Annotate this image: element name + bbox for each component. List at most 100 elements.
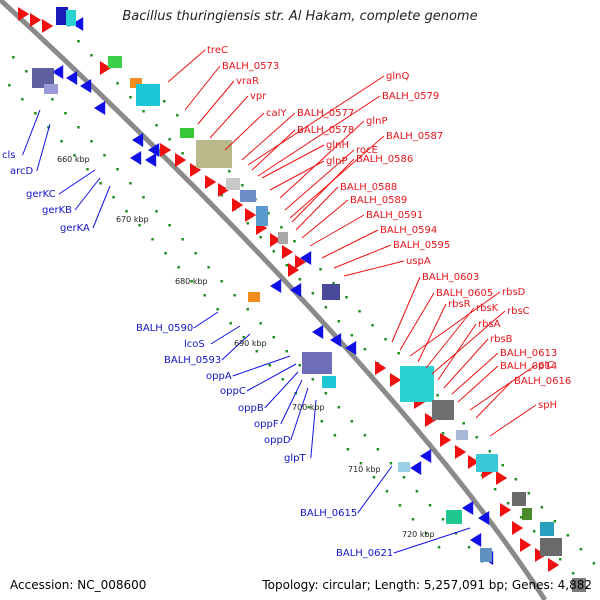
reverse-gene-arrow (175, 153, 187, 167)
reverse-gene-arrow (500, 503, 512, 517)
feature-block (302, 352, 332, 374)
reverse-gene-arrow (190, 163, 202, 177)
gene-label: BALH_0589 (350, 195, 407, 206)
tick-mark (280, 226, 283, 229)
leader-line (167, 49, 206, 83)
tick-mark (90, 54, 93, 57)
tick-mark (112, 196, 115, 199)
gene-label: rbsC (507, 306, 530, 317)
forward-gene-arrow (72, 17, 84, 31)
tick-mark (155, 124, 158, 127)
leader-line (184, 65, 221, 111)
tick-mark (298, 364, 302, 367)
gene-label: BALH_0573 (222, 61, 279, 72)
gene-label: glnH (326, 140, 349, 151)
gene-label: cls (2, 150, 16, 161)
feature-block (248, 292, 260, 302)
leader-line (310, 399, 317, 459)
feature-block (196, 140, 232, 168)
tick-mark (176, 114, 179, 117)
leader-line (291, 158, 355, 223)
tick-mark (281, 378, 285, 381)
gene-label: BALH_0591 (366, 210, 423, 221)
leader-line (22, 109, 41, 156)
tick-mark (86, 168, 89, 171)
reverse-gene-arrow (232, 198, 244, 212)
feature-block (522, 508, 532, 520)
reverse-gene-arrow (455, 445, 467, 459)
feature-block (136, 84, 160, 106)
leader-line (246, 363, 297, 392)
tick-mark (125, 210, 128, 213)
reverse-gene-arrow (440, 433, 452, 447)
tick-mark (558, 558, 562, 561)
tick-mark (359, 462, 363, 465)
tick-mark (233, 294, 236, 297)
reverse-gene-arrow (282, 245, 294, 259)
leader-line (251, 129, 296, 171)
leader-line (232, 355, 291, 377)
kbp-label: 720 kbp (402, 530, 435, 539)
tick-mark (311, 292, 315, 295)
leader-line (343, 260, 405, 277)
feature-block (130, 78, 142, 88)
forward-gene-arrow (470, 533, 482, 547)
gene-label: treC (207, 45, 228, 56)
gene-label: BALH_0616 (514, 376, 571, 387)
forward-gene-arrow (94, 101, 106, 115)
forward-gene-arrow (312, 325, 324, 339)
feature-block (512, 492, 526, 506)
leader-line (280, 379, 303, 425)
tick-mark (441, 432, 445, 435)
reverse-gene-arrow (100, 61, 112, 75)
feature-block (476, 454, 498, 472)
tick-mark (319, 268, 322, 271)
tick-mark (592, 562, 596, 565)
reverse-gene-arrow (160, 143, 172, 157)
gene-label: BALH_0595 (393, 240, 450, 251)
tick-mark (454, 532, 458, 535)
gene-label: BALH_0579 (382, 91, 439, 102)
tick-mark (228, 170, 231, 173)
gene-label: glnQ (386, 71, 409, 82)
tick-mark (181, 152, 184, 155)
tick-mark (268, 364, 272, 367)
tick-mark (129, 182, 132, 185)
tick-mark (506, 502, 510, 505)
gene-label: BALH_0578 (297, 125, 354, 136)
gene-label: vraR (236, 76, 259, 87)
tick-mark (389, 462, 393, 465)
reverse-gene-arrow (30, 13, 42, 27)
leader-line (261, 144, 325, 179)
tick-mark (181, 238, 184, 241)
gene-label: BALH_0605 (436, 288, 493, 299)
tick-mark (566, 534, 570, 537)
leader-line (409, 291, 501, 357)
tick-mark (540, 506, 544, 509)
reverse-gene-arrow (375, 361, 387, 375)
forward-gene-arrow (52, 65, 64, 79)
tick-mark (267, 212, 270, 215)
leader-line (309, 214, 365, 247)
tick-mark (307, 406, 311, 409)
tick-mark (402, 476, 406, 479)
tick-mark (285, 350, 288, 353)
feature-block (226, 178, 240, 190)
leader-line (224, 112, 265, 151)
leader-line (241, 112, 296, 161)
reverse-gene-arrow (512, 521, 524, 535)
tick-mark (514, 478, 518, 481)
tick-mark (99, 182, 102, 185)
leader-line (197, 80, 235, 125)
tick-mark (142, 110, 145, 113)
gene-label: BALH_0577 (297, 108, 354, 119)
tick-mark (333, 434, 337, 437)
leader-line (247, 75, 385, 166)
tick-mark (242, 336, 245, 339)
accession-text: Accession: NC_008600 (10, 578, 147, 592)
tick-mark (272, 250, 275, 253)
topology-summary: Topology: circular; Length: 5,257,091 bp… (262, 578, 592, 592)
gene-label: rbsD (502, 287, 526, 298)
tick-mark (155, 210, 158, 213)
tick-mark (371, 324, 374, 327)
